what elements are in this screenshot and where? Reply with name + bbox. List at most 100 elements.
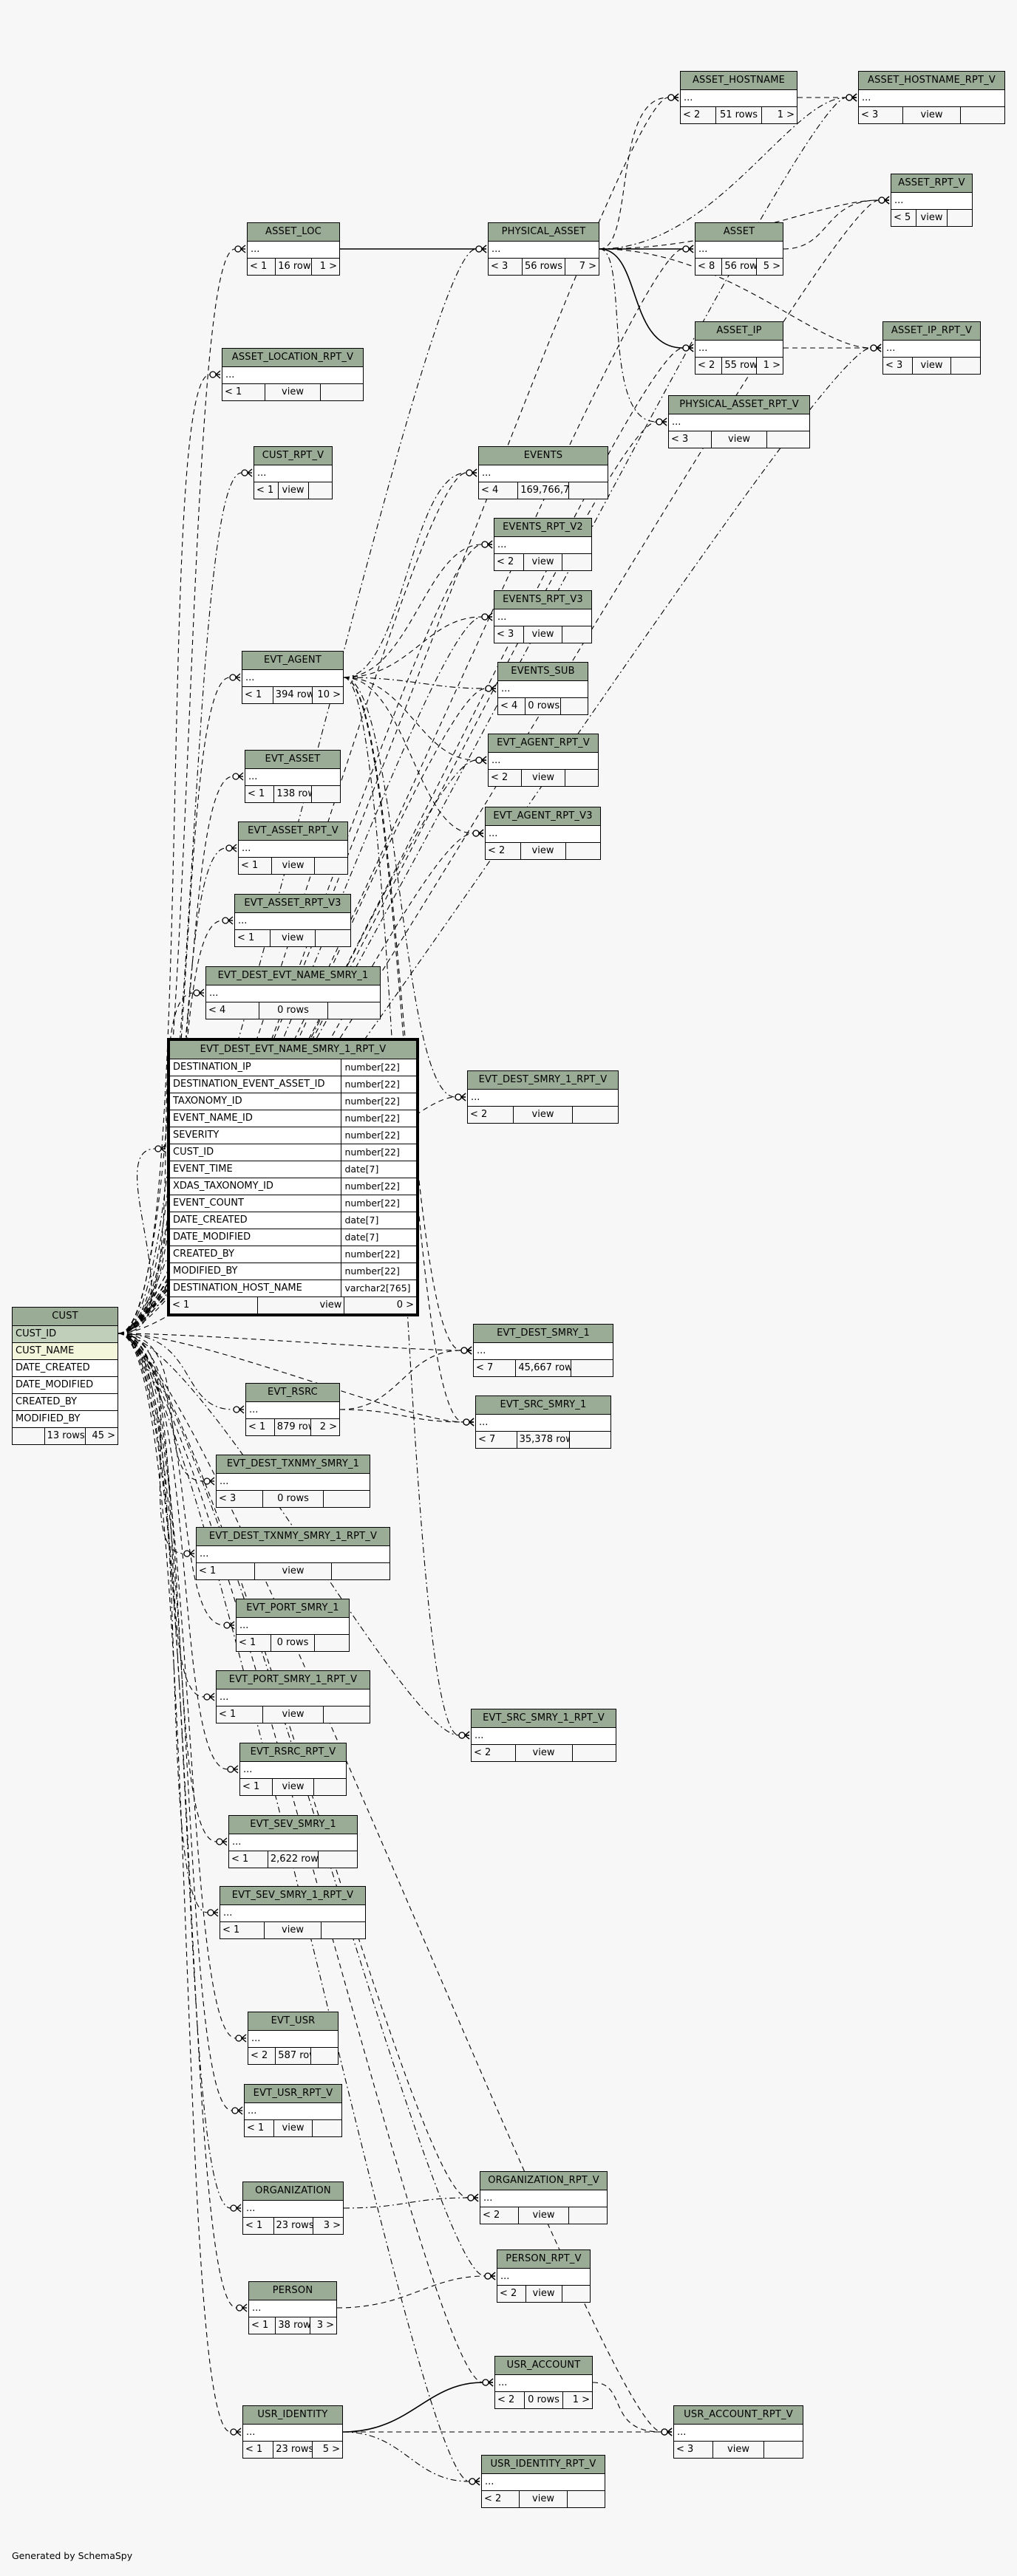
table-name[interactable]: PERSON: [249, 2282, 336, 2300]
table-name[interactable]: EVT_PORT_SMRY_1: [237, 1599, 349, 1618]
parent-count[interactable]: < 1: [237, 932, 255, 943]
parent-count[interactable]: < 4: [481, 485, 499, 496]
table-name[interactable]: PERSON_RPT_V: [497, 2250, 590, 2269]
table-name[interactable]: ASSET_LOC: [248, 223, 339, 242]
collapsed-columns-row[interactable]: ...: [681, 90, 797, 107]
collapsed-columns-row[interactable]: ...: [235, 913, 350, 930]
child-count[interactable]: [324, 1491, 370, 1507]
collapsed-columns-row[interactable]: ...: [220, 1905, 365, 1922]
table-name[interactable]: EVT_DEST_EVT_NAME_SMRY_1_RPT_V: [170, 1041, 416, 1059]
parent-count[interactable]: < 1: [245, 689, 262, 700]
parent-count[interactable]: < 7: [478, 1434, 496, 1445]
table-name[interactable]: EVENTS: [479, 447, 608, 465]
table-name[interactable]: ASSET_RPT_V: [891, 174, 972, 193]
collapsed-columns-row[interactable]: ...: [489, 242, 599, 259]
child-count[interactable]: 1 >: [777, 109, 795, 120]
parent-count[interactable]: < 1: [231, 1854, 249, 1865]
child-count[interactable]: [314, 1779, 346, 1795]
collapsed-columns-row[interactable]: ...: [497, 2269, 590, 2286]
parent-count[interactable]: < 2: [683, 109, 701, 120]
collapsed-columns-row[interactable]: ...: [486, 826, 600, 843]
collapsed-columns-row[interactable]: ...: [674, 2425, 803, 2442]
table-name[interactable]: EVENTS_RPT_V3: [494, 591, 591, 609]
parent-count[interactable]: < 2: [500, 2288, 517, 2299]
parent-count[interactable]: < 4: [208, 1005, 226, 1016]
child-count[interactable]: [328, 1002, 381, 1019]
table-name[interactable]: EVT_DEST_EVT_NAME_SMRY_1: [206, 967, 380, 985]
child-count[interactable]: [568, 2491, 605, 2507]
table-name[interactable]: ASSET_LOCATION_RPT_V: [222, 349, 363, 367]
collapsed-columns-row[interactable]: ...: [498, 681, 588, 698]
collapsed-columns-row[interactable]: ...: [248, 242, 339, 259]
column-row[interactable]: CUST_ID: [13, 1326, 118, 1343]
parent-count[interactable]: < 1: [225, 386, 242, 397]
parent-count[interactable]: < 5: [894, 212, 911, 223]
parent-count[interactable]: < 1: [239, 1637, 256, 1648]
column-row[interactable]: CUST_NAME: [13, 1343, 118, 1360]
parent-count[interactable]: < 1: [242, 1781, 260, 1792]
table-name[interactable]: ASSET_IP: [695, 322, 783, 341]
child-count[interactable]: [569, 482, 608, 499]
collapsed-columns-row[interactable]: ...: [695, 341, 783, 358]
child-count[interactable]: [951, 358, 980, 374]
collapsed-columns-row[interactable]: ...: [243, 2425, 342, 2442]
table-name[interactable]: PHYSICAL_ASSET: [489, 223, 599, 242]
parent-count[interactable]: < 7: [476, 1362, 494, 1373]
child-count[interactable]: 10 >: [317, 689, 341, 700]
child-count[interactable]: [322, 1922, 365, 1938]
table-name[interactable]: EVENTS_RPT_V2: [494, 519, 591, 537]
table-name[interactable]: EVT_AGENT_RPT_V: [489, 734, 598, 753]
table-name[interactable]: EVT_DEST_SMRY_1_RPT_V: [468, 1071, 618, 1090]
parent-count[interactable]: < 3: [219, 1493, 237, 1504]
collapsed-columns-row[interactable]: ...: [480, 2190, 607, 2207]
parent-count[interactable]: < 3: [885, 360, 903, 371]
collapsed-columns-row[interactable]: ...: [240, 1762, 346, 1779]
table-name[interactable]: CUST: [13, 1308, 118, 1326]
parent-count[interactable]: < 2: [474, 1747, 492, 1758]
table-name[interactable]: EVT_ASSET: [245, 751, 340, 769]
child-count[interactable]: [311, 2048, 338, 2064]
parent-count[interactable]: < 3: [491, 261, 508, 272]
collapsed-columns-row[interactable]: ...: [695, 242, 783, 259]
table-name[interactable]: ASSET: [695, 223, 783, 242]
collapsed-columns-row[interactable]: ...: [229, 1834, 357, 1851]
parent-count[interactable]: < 2: [470, 1109, 488, 1120]
parent-count[interactable]: < 2: [483, 2210, 500, 2221]
collapsed-columns-row[interactable]: ...: [482, 2474, 605, 2491]
collapsed-columns-row[interactable]: ...: [494, 609, 591, 626]
table-name[interactable]: ORGANIZATION_RPT_V: [480, 2172, 607, 2190]
table-name[interactable]: ASSET_IP_RPT_V: [883, 322, 980, 341]
table-evt-dest-evt-name-smry-1-rpt-v[interactable]: EVT_DEST_EVT_NAME_SMRY_1_RPT_V DESTINATIO…: [167, 1038, 419, 1316]
collapsed-columns-row[interactable]: ...: [248, 2031, 338, 2048]
collapsed-columns-row[interactable]: ...: [494, 537, 591, 554]
child-count[interactable]: 5 >: [763, 261, 780, 272]
parent-count[interactable]: < 1: [172, 1299, 190, 1311]
parent-count[interactable]: < 2: [251, 2050, 268, 2061]
table-name[interactable]: PHYSICAL_ASSET_RPT_V: [669, 396, 809, 414]
parent-count[interactable]: < 1: [245, 2220, 263, 2231]
table-name[interactable]: EVT_SRC_SMRY_1: [476, 1396, 610, 1415]
parent-count[interactable]: < 2: [488, 845, 506, 856]
column-row[interactable]: DATE_CREATED: [13, 1360, 118, 1377]
child-count[interactable]: 7 >: [579, 261, 596, 272]
